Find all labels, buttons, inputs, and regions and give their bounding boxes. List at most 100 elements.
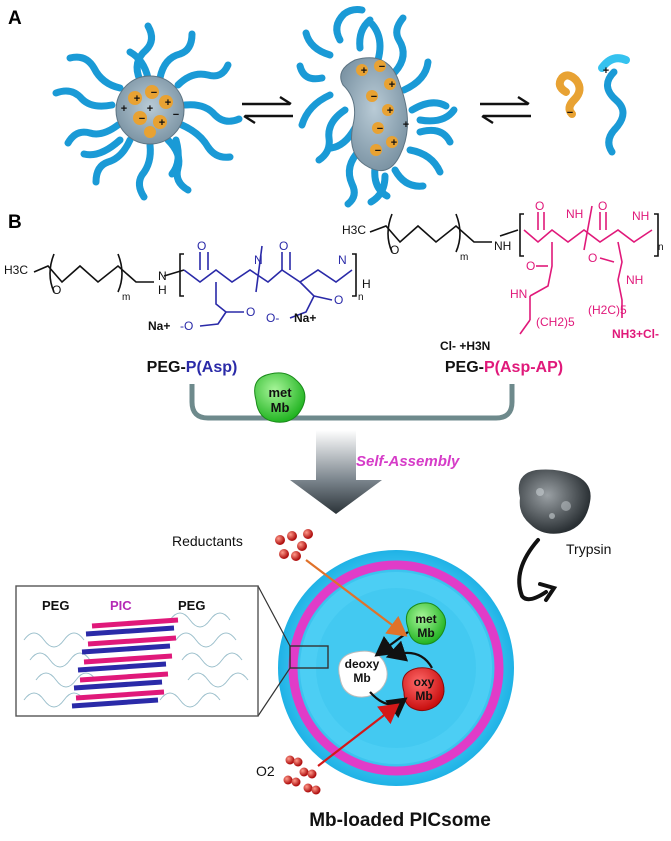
met-mb-top: met Mb xyxy=(254,372,306,423)
peg-paspap-cl-left: Cl- +H3N xyxy=(440,339,490,353)
svg-text:+: + xyxy=(389,79,395,91)
peg-paspap-side-o2: O xyxy=(588,251,597,265)
peg-pasp-na-left: Na+ xyxy=(148,319,170,333)
svg-text:−: − xyxy=(375,145,381,157)
unimer-anionic: − xyxy=(555,71,584,119)
peg-paspap-hn: HN xyxy=(510,287,527,301)
svg-text:−: − xyxy=(379,61,385,73)
o2-molecules xyxy=(283,755,321,795)
svg-text:+: + xyxy=(361,65,367,77)
peg-paspap-nh: NH xyxy=(494,239,511,253)
structure-peg-paspap: H3C O m NH O NH O NH n O O HN NH (CH2)5 … xyxy=(342,199,664,353)
peg-pasp-label-prefix: PEG- xyxy=(147,359,186,376)
svg-text:+: + xyxy=(391,137,397,149)
peg-paspap-label-prefix: PEG- xyxy=(445,359,484,376)
peg-pasp-label-suffix: P(Asp) xyxy=(186,359,238,376)
peg-pasp-h-end: H xyxy=(362,277,371,291)
oxy-mb-line2: Mb xyxy=(415,689,432,703)
trypsin-arrow xyxy=(517,538,548,602)
peg-pasp-n-sub: n xyxy=(358,292,364,303)
svg-text:+: + xyxy=(134,93,140,105)
svg-text:−: − xyxy=(371,91,377,103)
peg-paspap-chain-left: (CH2)5 xyxy=(536,315,575,329)
peg-paspap-side-o1: O xyxy=(526,259,535,273)
reductants-label: Reductants xyxy=(172,533,243,549)
met-mb-inner: met Mb xyxy=(405,602,446,645)
peg-pasp-side-o: O xyxy=(246,305,255,319)
svg-text:+: + xyxy=(603,65,609,77)
peg-pasp-h3c: H3C xyxy=(4,263,28,277)
peg-paspap-nh-end: NH xyxy=(632,209,649,223)
peg-pasp-n-atom: N xyxy=(158,269,167,283)
o2-arrow xyxy=(317,703,400,767)
panel-b-label: B xyxy=(8,212,22,233)
peg-paspap-h3c: H3C xyxy=(342,223,366,237)
svg-text:−: − xyxy=(173,109,179,121)
peg-paspap-nh-mid: NH xyxy=(566,207,583,221)
inset-pic: PIC xyxy=(110,598,132,613)
structure-peg-pasp: H3C O m N H N N n H O O O O Na+ -O O- Na… xyxy=(4,239,371,333)
svg-text:−: − xyxy=(567,107,573,119)
deoxy-mb-line1: deoxy xyxy=(345,657,380,671)
micelle-spherical: +−+ −++ −+ xyxy=(52,22,243,201)
equilibrium-arrow-1 xyxy=(242,95,293,125)
peg-pasp-ominus-left: -O xyxy=(180,319,193,333)
peg-paspap-n-sub: n xyxy=(658,242,664,253)
membrane-inset: PEG PIC PEG xyxy=(15,585,259,717)
deoxy-mb: deoxy Mb xyxy=(338,650,388,698)
peg-pasp-carbonyl-o2: O xyxy=(279,239,288,253)
oxy-mb: oxy Mb xyxy=(402,667,445,712)
reductant-particles xyxy=(275,529,313,561)
svg-text:+: + xyxy=(403,119,409,131)
reductant-arrow xyxy=(305,559,408,637)
met-mb-inner-line2: Mb xyxy=(417,626,434,640)
zoom-connector xyxy=(257,585,291,717)
inset-peg-right: PEG xyxy=(178,598,205,613)
peg-pasp-nh-end: N xyxy=(338,253,347,267)
svg-text:+: + xyxy=(159,117,165,129)
svg-text:+: + xyxy=(165,97,171,109)
met-mb-top-line1: met xyxy=(268,385,292,400)
svg-text:+: + xyxy=(387,105,393,117)
peg-pasp-oxygen: O xyxy=(52,283,61,297)
picsome-caption: Mb-loaded PICsome xyxy=(309,810,491,831)
peg-pasp-h: H xyxy=(158,283,167,297)
self-assembly-arrow xyxy=(290,430,382,514)
peg-paspap-m: m xyxy=(460,252,468,263)
peg-pasp-na-right: Na+ xyxy=(294,311,316,325)
svg-text:+: + xyxy=(121,103,127,115)
peg-paspap-label: PEG-P(Asp-AP) xyxy=(445,359,563,376)
svg-text:−: − xyxy=(139,113,145,125)
combine-bracket xyxy=(189,384,515,421)
micelle-wormlike: +−+ −+− +−+ xyxy=(296,6,458,208)
peg-paspap-chain-right: (H2C)5 xyxy=(588,303,627,317)
trypsin-enzyme xyxy=(518,469,591,534)
peg-pasp-carbonyl-o1: O xyxy=(197,239,206,253)
trypsin-label: Trypsin xyxy=(566,541,611,557)
o2-label: O2 xyxy=(256,763,275,779)
met-mb-top-line2: Mb xyxy=(271,400,290,415)
self-assembly-label: Self-Assembly xyxy=(356,453,460,470)
peg-pasp-nh-mid: N xyxy=(254,253,263,267)
svg-text:−: − xyxy=(377,123,383,135)
svg-text:−: − xyxy=(151,87,157,99)
peg-paspap-carbonyl-o2: O xyxy=(598,199,607,213)
zoom-box xyxy=(289,645,329,669)
svg-text:+: + xyxy=(147,103,153,115)
peg-paspap-nh-side: NH xyxy=(626,273,643,287)
peg-paspap-cl-right: NH3+Cl- xyxy=(612,327,659,341)
peg-paspap-label-suffix: P(Asp-AP) xyxy=(484,359,563,376)
unimer-cationic: + xyxy=(598,54,630,156)
peg-paspap-oxygen: O xyxy=(390,243,399,257)
peg-pasp-ominus-right: O- xyxy=(266,311,279,325)
inset-peg-left: PEG xyxy=(42,598,69,613)
equilibrium-arrow-2 xyxy=(480,95,531,125)
peg-pasp-m: m xyxy=(122,292,130,303)
met-mb-inner-line1: met xyxy=(415,612,436,626)
peg-pasp-side-o2: O xyxy=(334,293,343,307)
oxy-mb-line1: oxy xyxy=(414,675,435,689)
trypsin-arrow-head xyxy=(538,582,558,602)
deoxy-mb-line2: Mb xyxy=(353,671,370,685)
